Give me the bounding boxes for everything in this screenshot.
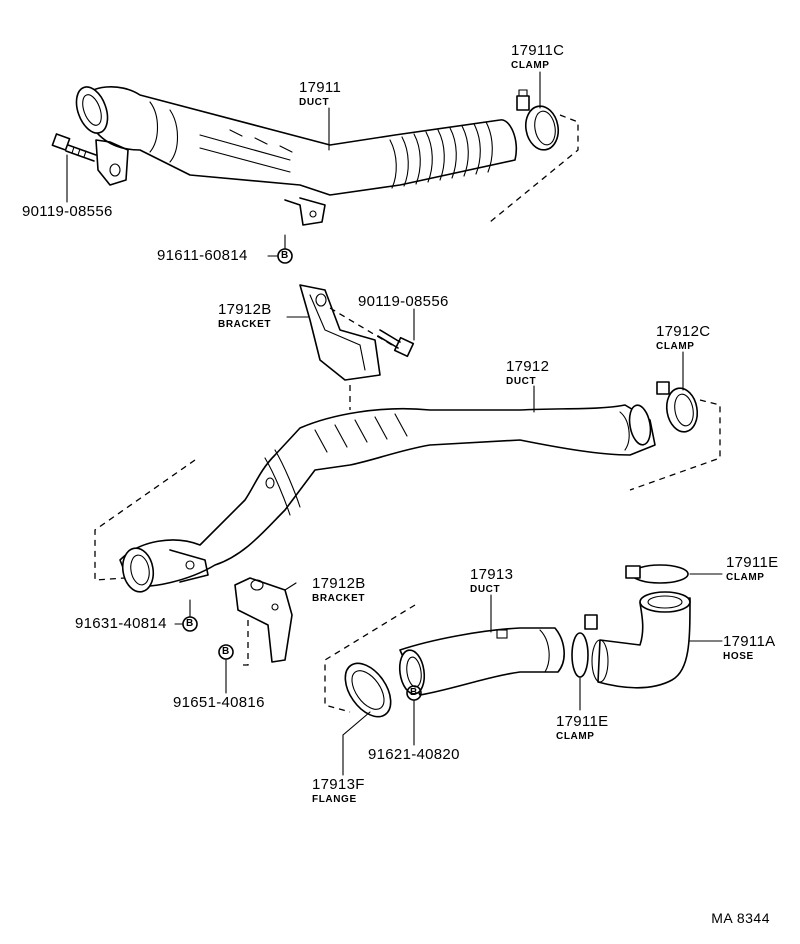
diagram-code: MA 8344 — [711, 910, 770, 926]
part-number: 17912B — [312, 575, 366, 592]
callout-duct-17912: 17912 DUCT — [506, 359, 549, 387]
assembly-guide-line — [629, 399, 721, 491]
callout-clamp-17911e-low: 17911E CLAMP — [556, 714, 608, 742]
part-name: CLAMP — [656, 341, 695, 352]
callout-bolt-91631: 91631-40814 — [75, 616, 167, 631]
part-name: DUCT — [470, 584, 501, 595]
duct-bellows — [389, 121, 493, 189]
part-number: 90119-08556 — [358, 293, 449, 310]
callout-clamp-17911c: 17911C CLAMP — [511, 43, 564, 71]
part-name: DUCT — [506, 376, 537, 387]
part-number: 17912C — [656, 323, 711, 340]
bracket-17912b-top-shape — [299, 284, 381, 381]
part-name: CLAMP — [556, 731, 595, 742]
duct-17912-shape — [119, 404, 656, 593]
callout-bracket-17912b-low: 17912B BRACKET — [312, 576, 366, 604]
part-number: 17913 — [470, 566, 514, 583]
assembly-guide-line — [238, 620, 249, 666]
callout-bolt-91611: 91611-60814 — [157, 248, 248, 263]
part-number: 91651-40816 — [173, 694, 265, 711]
leader-lines — [66, 71, 723, 776]
callout-duct-17913: 17913 DUCT — [470, 567, 513, 595]
part-name: DUCT — [299, 97, 330, 108]
part-name: FLANGE — [312, 794, 357, 805]
b-marker-label: B — [281, 250, 289, 261]
part-number: 17911A — [723, 633, 776, 650]
duct-17911-shape — [75, 85, 518, 226]
clamp-17912c-shape — [656, 381, 699, 433]
bolt-90119-top-shape — [51, 133, 97, 162]
callout-hose-17911a: 17911A HOSE — [723, 634, 775, 662]
duct-17913-shape — [398, 627, 565, 696]
clamp-17911e-low-shape — [571, 614, 598, 678]
part-number: 17911C — [511, 42, 565, 59]
clamp-17911c-shape — [516, 89, 560, 151]
callout-bolt-90119-mid: 90119-08556 — [358, 294, 449, 309]
part-number: 17911E — [556, 713, 609, 730]
callout-bolt-91621: 91621-40820 — [368, 747, 460, 762]
bracket-17912b-low-shape — [234, 577, 293, 663]
callout-flange-17913f: 17913F FLANGE — [312, 777, 365, 805]
flange-17913f-shape — [344, 662, 392, 718]
callout-clamp-17912c: 17912C CLAMP — [656, 324, 710, 352]
part-name: HOSE — [723, 651, 754, 662]
hose-17911a-shape — [591, 591, 691, 689]
part-number: 17911E — [726, 554, 779, 571]
part-name: CLAMP — [726, 572, 765, 583]
part-name: BRACKET — [312, 593, 366, 604]
part-number: 17911 — [299, 79, 342, 96]
part-number: 90119-08556 — [22, 203, 113, 220]
b-marker-label: B — [222, 646, 230, 657]
part-number: 91611-60814 — [157, 247, 248, 264]
part-number: 17913F — [312, 776, 365, 793]
assembly-guide-line — [489, 114, 579, 223]
part-number: 91621-40820 — [368, 746, 460, 763]
bolt-90119-mid-shape — [377, 329, 415, 358]
part-name: BRACKET — [218, 319, 272, 330]
b-marker-label: B — [186, 618, 194, 629]
b-marker-label: B — [410, 687, 418, 698]
callout-clamp-17911e-top: 17911E CLAMP — [726, 555, 778, 583]
callout-bracket-17912b-top: 17912B BRACKET — [218, 302, 272, 330]
callout-bolt-91651: 91651-40816 — [173, 695, 265, 710]
part-number: 17912B — [218, 301, 272, 318]
part-number: 17912 — [506, 358, 550, 375]
part-number: 91631-40814 — [75, 615, 167, 632]
callout-duct-17911: 17911 DUCT — [299, 80, 341, 108]
assembly-guide-line — [94, 459, 196, 581]
part-name: CLAMP — [511, 60, 550, 71]
clamp-17911e-top-shape — [625, 564, 689, 584]
callout-bolt-90119-top: 90119-08556 — [22, 204, 113, 219]
